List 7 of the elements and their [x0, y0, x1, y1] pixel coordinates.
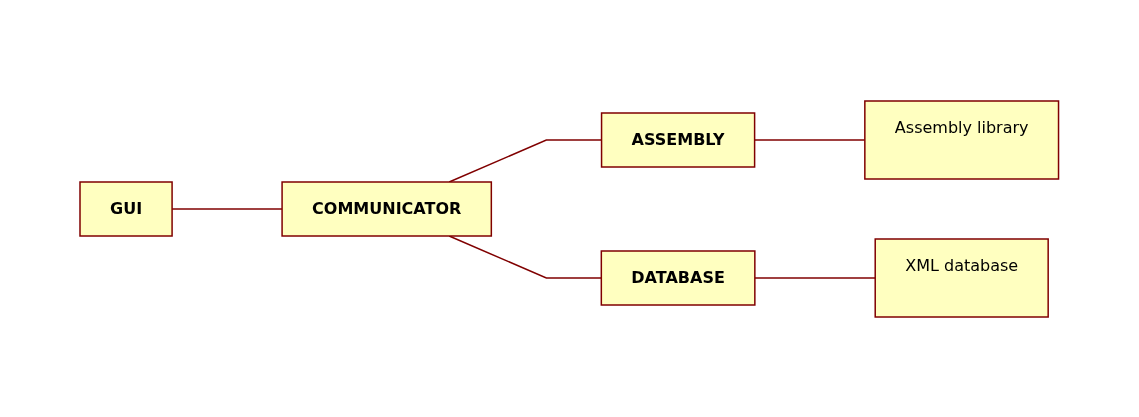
node-box: Assembly library [864, 99, 1060, 180]
node-box: DATABASE [600, 249, 756, 306]
node-box: XML database [874, 237, 1050, 318]
node-box: COMMUNICATOR [281, 180, 493, 237]
node-box: GUI [79, 180, 174, 237]
node-box: ASSEMBLY [601, 111, 756, 168]
connector [754, 138, 866, 141]
